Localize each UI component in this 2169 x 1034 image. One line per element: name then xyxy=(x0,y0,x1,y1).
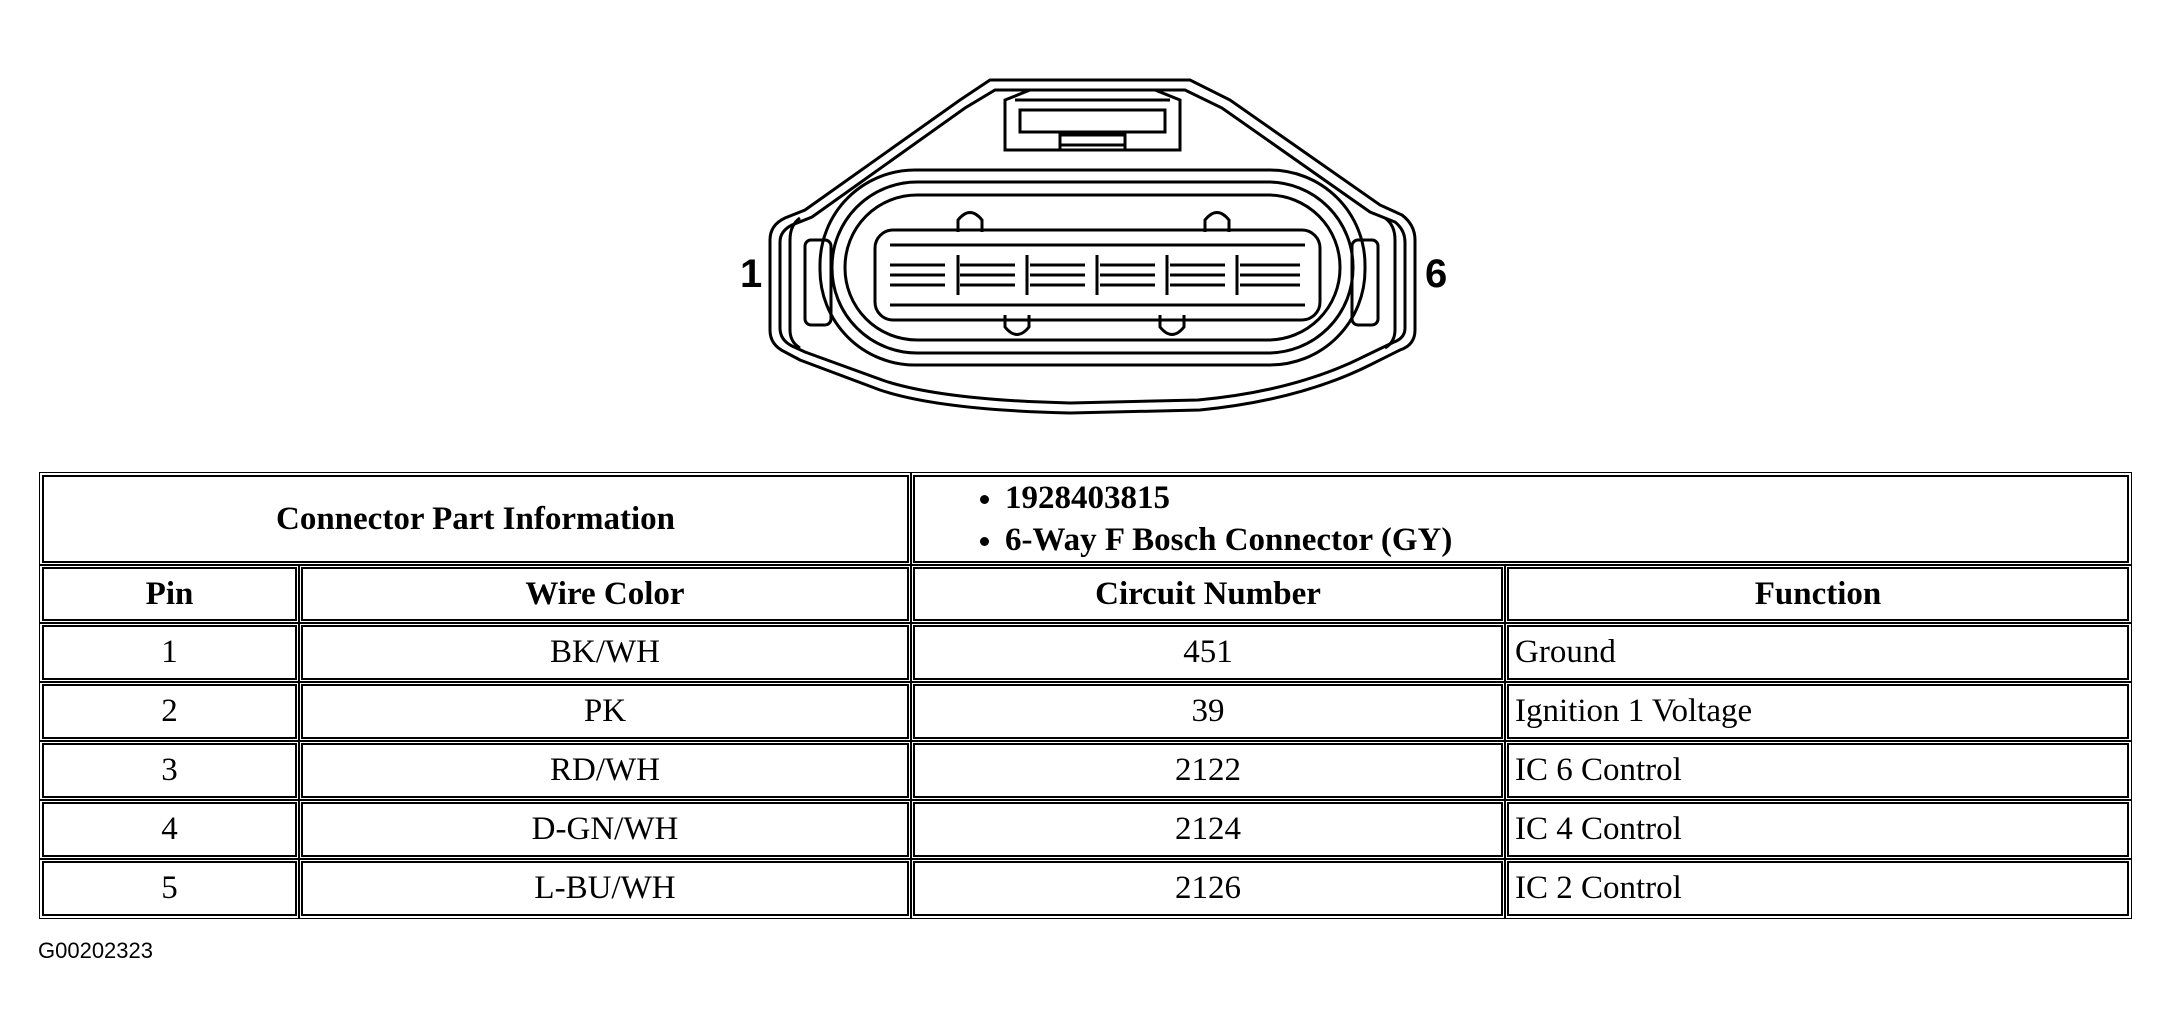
part-number: 1928403815 xyxy=(1005,477,2121,519)
column-header-row: Pin Wire Color Circuit Number Function xyxy=(39,564,2132,624)
pin-1-label: 1 xyxy=(740,252,763,296)
function-cell: Ground xyxy=(1504,622,2132,683)
latch-outline xyxy=(1003,88,1182,152)
circuit-cell: 39 xyxy=(910,681,1506,742)
left-tab-detail xyxy=(803,238,833,327)
function-cell: IC 4 Control xyxy=(1504,799,2132,860)
connector-info-row: Connector Part Information 1928403815 6-… xyxy=(39,472,2132,566)
connector-description: 6-Way F Bosch Connector (GY) xyxy=(1005,519,2121,561)
header-pin: Pin xyxy=(39,564,300,624)
right-side-tab xyxy=(1384,216,1397,350)
header-function: Function xyxy=(1504,564,2132,624)
function-cell: Ignition 1 Voltage xyxy=(1504,681,2132,742)
bottom-bump-left xyxy=(1003,315,1031,336)
circuit-cell: 2124 xyxy=(910,799,1506,860)
latch-slot xyxy=(1018,108,1167,134)
wire-color-cell: PK xyxy=(298,681,912,742)
connector-body-inner xyxy=(843,193,1342,342)
top-bump-left xyxy=(956,211,984,232)
header-wire-color: Wire Color xyxy=(298,564,912,624)
connector-table: Connector Part Information 1928403815 6-… xyxy=(38,471,2133,920)
pin-cell: 2 xyxy=(39,681,300,742)
pin-cell: 3 xyxy=(39,740,300,801)
pin-6-label: 6 xyxy=(1425,252,1448,296)
wire-color-cell: L-BU/WH xyxy=(298,858,912,919)
terminal-4 xyxy=(1100,263,1155,287)
terminal-cavity xyxy=(873,228,1322,322)
circuit-cell: 451 xyxy=(910,622,1506,683)
pin-cell: 4 xyxy=(39,799,300,860)
wire-color-cell: D-GN/WH xyxy=(298,799,912,860)
connector-body-outer xyxy=(818,168,1367,367)
connector-info-list: 1928403815 6-Way F Bosch Connector (GY) xyxy=(975,477,2121,561)
connector-body-middle xyxy=(830,180,1355,355)
table-row: 4 D-GN/WH 2124 IC 4 Control xyxy=(39,799,2132,860)
table-row: 2 PK 39 Ignition 1 Voltage xyxy=(39,681,2132,742)
bottom-bump-right xyxy=(1158,315,1186,336)
wire-color-cell: RD/WH xyxy=(298,740,912,801)
pin-cell: 1 xyxy=(39,622,300,683)
connector-diagram xyxy=(768,78,1417,415)
header-circuit-number: Circuit Number xyxy=(910,564,1506,624)
table-row: 3 RD/WH 2122 IC 6 Control xyxy=(39,740,2132,801)
terminal-2 xyxy=(960,263,1015,287)
top-bump-right xyxy=(1203,211,1231,232)
table-row: 1 BK/WH 451 Ground xyxy=(39,622,2132,683)
terminal-5 xyxy=(1170,263,1225,287)
pin-cell: 5 xyxy=(39,858,300,919)
circuit-cell: 2122 xyxy=(910,740,1506,801)
circuit-cell: 2126 xyxy=(910,858,1506,919)
terminal-row xyxy=(890,255,1300,295)
figure-id: G00202323 xyxy=(38,938,153,963)
function-cell: IC 6 Control xyxy=(1504,740,2132,801)
wire-color-cell: BK/WH xyxy=(298,622,912,683)
terminal-1 xyxy=(890,263,945,287)
connector-housing-inner-outline xyxy=(778,88,1407,405)
left-side-tab xyxy=(788,216,801,350)
function-cell: IC 2 Control xyxy=(1504,858,2132,919)
connector-info-values: 1928403815 6-Way F Bosch Connector (GY) xyxy=(910,472,2132,566)
terminal-6 xyxy=(1240,263,1300,287)
connector-info-label: Connector Part Information xyxy=(39,472,912,566)
terminal-3 xyxy=(1030,263,1085,287)
connector-housing-outline xyxy=(768,78,1417,415)
table-row: 5 L-BU/WH 2126 IC 2 Control xyxy=(39,858,2132,919)
